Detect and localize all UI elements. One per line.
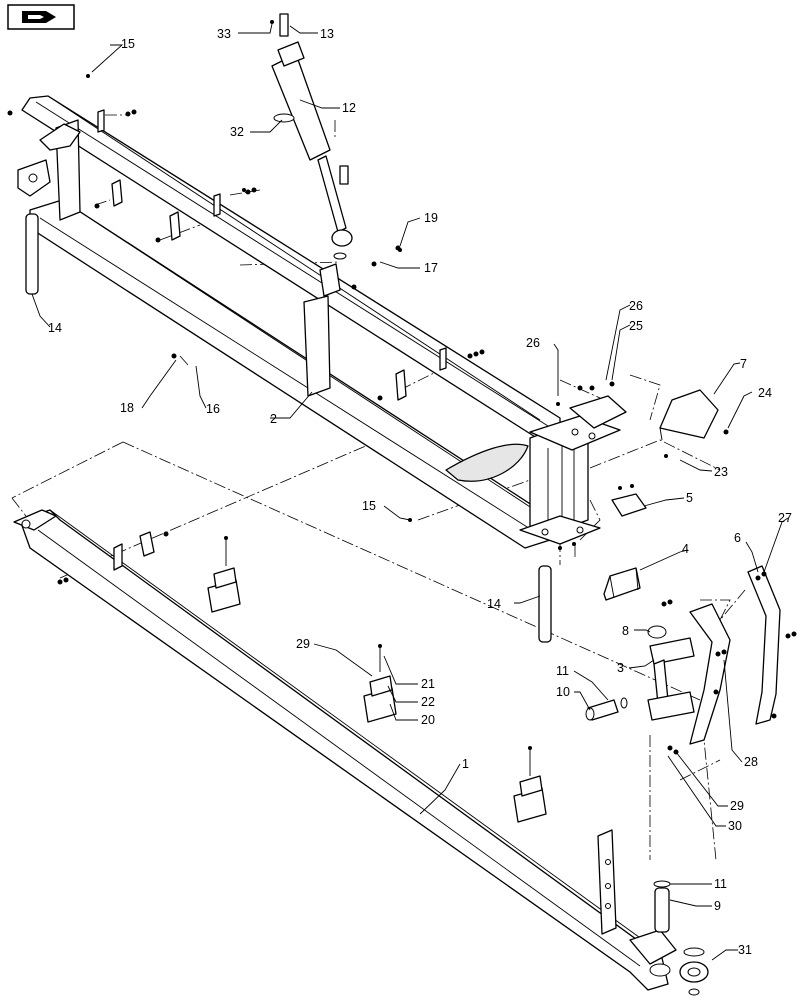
callout-14-left: 14 xyxy=(48,321,62,335)
callout-30: 30 xyxy=(728,819,742,833)
callout-9: 9 xyxy=(714,899,721,913)
callout-17: 17 xyxy=(424,261,438,275)
lower-boom xyxy=(13,509,677,991)
callout-24: 24 xyxy=(758,386,772,400)
callout-11-low: 11 xyxy=(714,877,727,891)
callout-20: 20 xyxy=(421,713,435,727)
callout-5: 5 xyxy=(686,491,693,505)
u-bracket-mid xyxy=(363,648,397,723)
callout-14-mid: 14 xyxy=(487,597,501,611)
callout-13: 13 xyxy=(320,27,334,41)
callout-10: 10 xyxy=(556,685,570,699)
callout-15-top: 15 xyxy=(121,37,135,51)
callout-7: 7 xyxy=(740,357,747,371)
callout-22: 22 xyxy=(421,695,435,709)
leader-lines xyxy=(31,23,789,961)
callout-15-mid: 15 xyxy=(362,499,376,513)
callout-6: 6 xyxy=(734,531,741,545)
u-brackets xyxy=(207,540,547,823)
callout-25: 25 xyxy=(629,319,643,333)
upper-boom-frame xyxy=(17,95,621,549)
u-bracket-top xyxy=(207,540,241,613)
hydraulic-cylinder xyxy=(271,13,353,260)
fasteners xyxy=(7,20,729,750)
callout-4: 4 xyxy=(682,542,689,556)
callout-16: 16 xyxy=(206,402,220,416)
callout-33: 33 xyxy=(217,27,231,41)
pins xyxy=(25,213,671,933)
u-bracket-low xyxy=(513,750,547,823)
callout-32: 32 xyxy=(230,125,244,139)
callout-29-left: 29 xyxy=(296,637,310,651)
callout-26-left: 26 xyxy=(526,336,540,350)
callout-3: 3 xyxy=(617,661,624,675)
callout-12: 12 xyxy=(342,101,356,115)
callout-21: 21 xyxy=(421,677,435,691)
page-nav-icon[interactable] xyxy=(7,4,75,30)
callout-27: 27 xyxy=(778,511,792,525)
callout-labels: 33 13 15 12 32 19 17 14 18 16 2 26 26 25… xyxy=(48,27,792,957)
callout-23: 23 xyxy=(714,465,728,479)
callout-1: 1 xyxy=(462,757,469,771)
callout-18: 18 xyxy=(120,401,134,415)
callout-2: 2 xyxy=(270,412,277,426)
callout-26-right: 26 xyxy=(629,299,643,313)
callout-8: 8 xyxy=(622,624,629,638)
callout-31: 31 xyxy=(738,943,752,957)
callout-19: 19 xyxy=(424,211,438,225)
callout-28: 28 xyxy=(744,755,758,769)
callout-11-mid: 11 xyxy=(556,664,569,678)
right-hardware xyxy=(569,389,797,996)
callout-29-right: 29 xyxy=(730,799,744,813)
